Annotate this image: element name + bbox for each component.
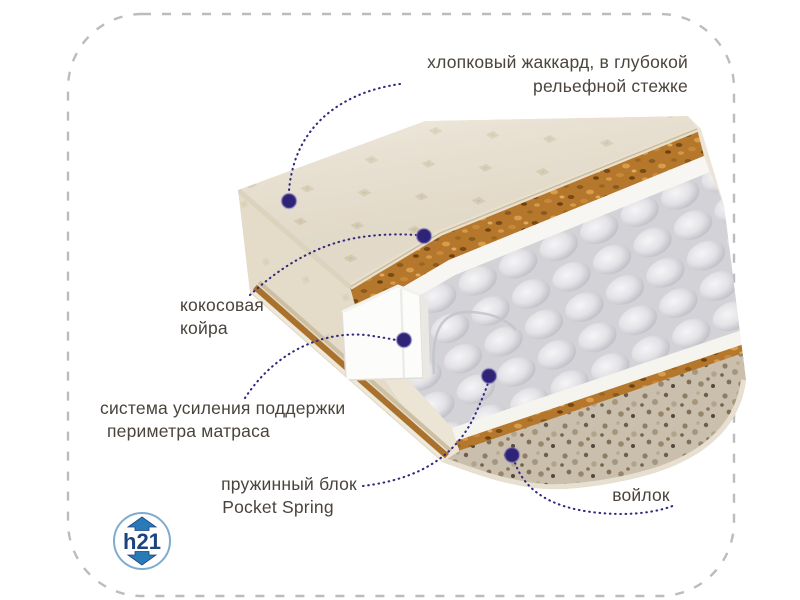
label-perimeter-line2: периметра матраса	[107, 421, 270, 441]
top-coir-layer	[350, 129, 704, 314]
arrow-up-icon	[126, 516, 158, 531]
leader-line-felt	[513, 461, 677, 516]
arrow-down-icon	[126, 551, 158, 566]
leader-line-spring	[361, 381, 490, 488]
label-spring: пружинный блок Pocket Spring	[221, 474, 357, 517]
leader-line-jacquard	[287, 82, 402, 195]
callout-leaders	[243, 82, 677, 516]
pocket-springs-layer	[362, 172, 742, 428]
label-coir-line1: кокосовая	[180, 295, 264, 315]
label-jacquard-line2: рельефной стежке	[533, 76, 688, 96]
label-jacquard: хлопковый жаккард, в глубокой рельефной …	[427, 52, 688, 96]
top-fabric-face	[238, 116, 699, 290]
label-spring-line2: Pocket Spring	[222, 497, 334, 517]
label-felt-line1: войлок	[612, 485, 670, 505]
bottom-fabric-wrap	[440, 379, 746, 490]
label-perimeter: система усиления поддержки периметра мат…	[100, 398, 345, 441]
callout-dot-perimeter	[395, 331, 413, 349]
leader-line-coir	[248, 233, 418, 297]
foam-support-block	[341, 284, 430, 381]
side-quilted-face	[238, 188, 453, 462]
label-perimeter-line1: система усиления поддержки	[100, 398, 345, 418]
callout-dot-jacquard	[280, 192, 298, 210]
badge-height-text: h21	[123, 529, 161, 554]
callout-dot-coir	[415, 227, 433, 245]
label-spring-line1: пружинный блок	[221, 474, 357, 494]
bottom-white-sheet	[452, 330, 744, 441]
spring-block-corner-highlight	[432, 310, 517, 375]
dashed-frame-border	[66, 12, 736, 598]
label-jacquard-line1: хлопковый жаккард, в глубокой	[427, 52, 688, 72]
mattress-illustration	[238, 116, 746, 490]
label-coir-line2: койра	[180, 318, 228, 338]
callout-dot-felt	[503, 446, 521, 464]
callout-dot-spring	[480, 367, 498, 385]
height-badge: h21	[113, 512, 171, 570]
label-coir: кокосовая койра	[180, 295, 264, 338]
labels: хлопковый жаккард, в глубокой рельефной …	[100, 52, 688, 517]
label-felt: войлок	[612, 485, 670, 505]
top-white-sheet	[357, 156, 710, 329]
